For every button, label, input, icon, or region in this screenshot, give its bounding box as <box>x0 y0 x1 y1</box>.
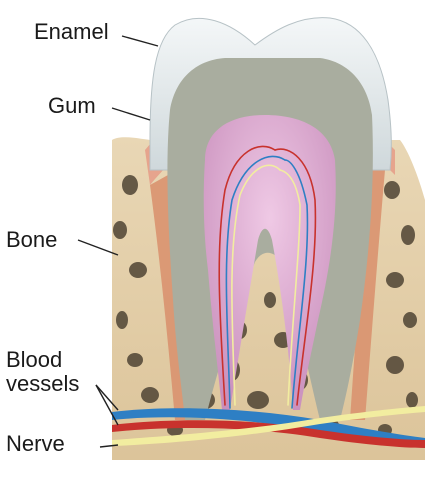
label-nerve: Nerve <box>6 432 65 456</box>
label-gum: Gum <box>48 94 96 118</box>
label-bone: Bone <box>6 228 57 252</box>
label-enamel: Enamel <box>34 20 109 44</box>
label-blood-vessels: Blood vessels <box>6 348 79 396</box>
